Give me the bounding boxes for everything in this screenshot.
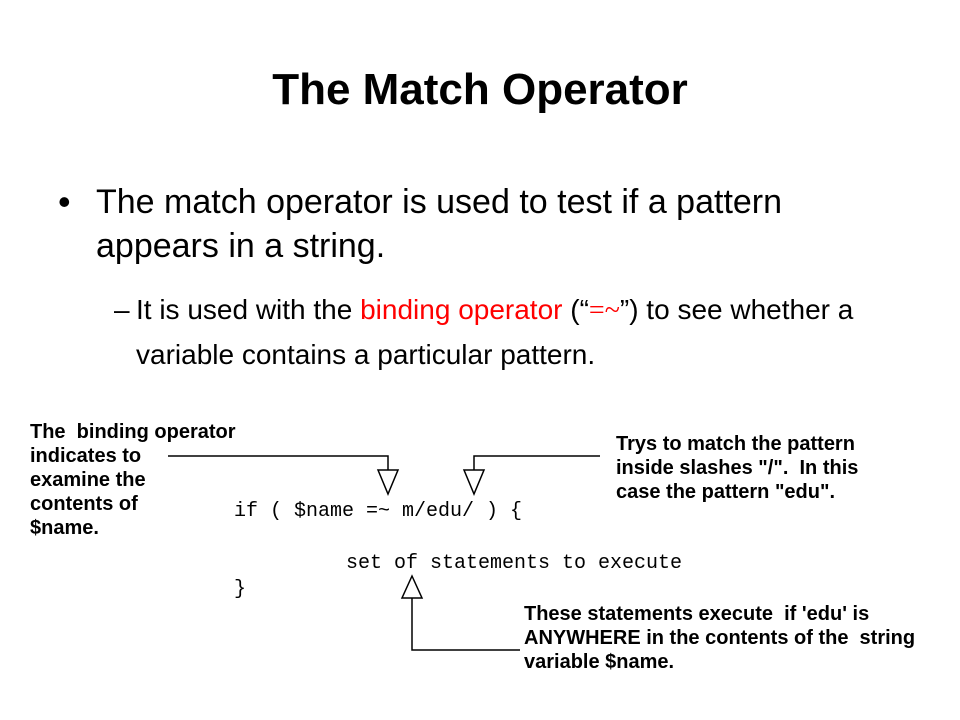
sub-text-after: to see whether a variable contains a par… bbox=[136, 294, 854, 370]
annotation-pattern: Trys to match the pattern inside slashes… bbox=[616, 433, 859, 503]
sub-text-paren-open: (“ bbox=[562, 294, 589, 325]
slide-title: The Match Operator bbox=[272, 65, 688, 114]
sub-text-before: It is used with the bbox=[136, 294, 361, 325]
sub-text-paren-close: ”) bbox=[619, 294, 639, 325]
code-line-statements: set of statements to execute bbox=[346, 552, 683, 575]
binding-operator-highlight: binding operator bbox=[360, 294, 563, 325]
code-line-close: } bbox=[234, 578, 247, 601]
annotation-binding-operator: The binding operator indicates to examin… bbox=[30, 421, 236, 539]
arrow-bottom-head bbox=[400, 574, 424, 599]
arrow-left-head bbox=[376, 469, 400, 496]
arrow-left-connector bbox=[168, 455, 389, 470]
binding-operator-symbol: =~ bbox=[588, 295, 620, 326]
arrow-right-connector bbox=[473, 455, 600, 470]
code-line-if: if ( $name =~ m/edu/ ) { bbox=[234, 500, 523, 523]
sub-bullet-symbol: – bbox=[114, 294, 130, 325]
annotation-statements: These statements execute if 'edu' is ANY… bbox=[524, 603, 916, 673]
bullet-text: The match operator is used to test if a … bbox=[96, 183, 783, 265]
arrow-right-head bbox=[462, 469, 486, 496]
arrow-bottom-connector bbox=[411, 598, 520, 651]
bullet-symbol: • bbox=[58, 181, 71, 222]
sub-bullet-text: It is used with the binding operator (“=… bbox=[136, 288, 896, 377]
